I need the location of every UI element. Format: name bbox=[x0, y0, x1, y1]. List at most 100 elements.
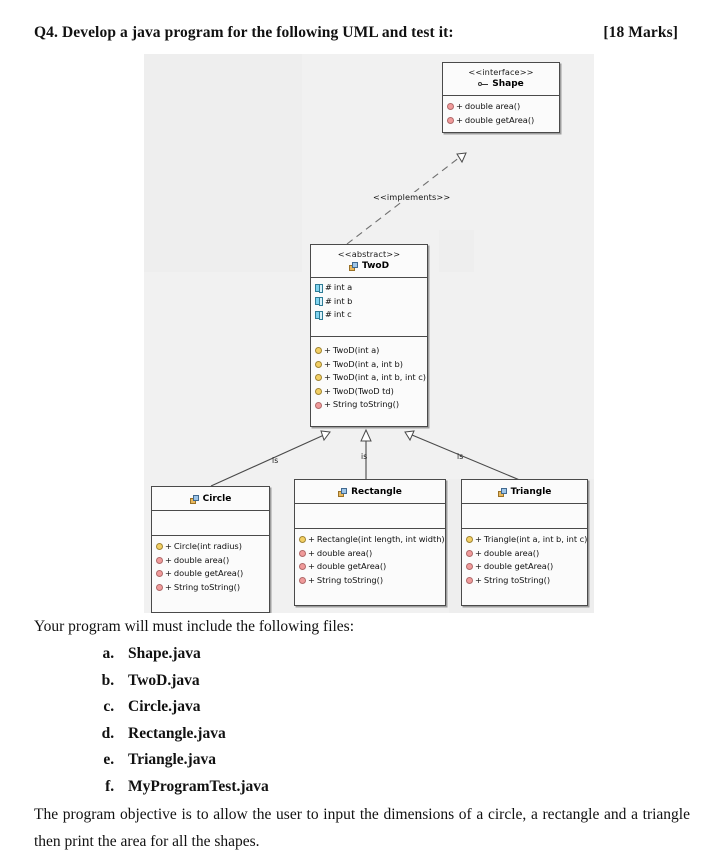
visibility-marker: + bbox=[456, 101, 463, 111]
visibility-marker: + bbox=[165, 554, 172, 565]
member-row: # int b bbox=[315, 295, 424, 309]
class-icon bbox=[189, 494, 200, 504]
constructor-dot-icon bbox=[466, 536, 473, 544]
visibility-marker: + bbox=[165, 568, 172, 579]
member-row: + TwoD(TwoD td) bbox=[315, 385, 424, 399]
member-row: + double area() bbox=[447, 100, 556, 114]
class-icon bbox=[348, 261, 359, 271]
method-dot-icon bbox=[156, 570, 163, 578]
method-dot-icon bbox=[466, 549, 473, 557]
circle-edge-label: is bbox=[272, 456, 279, 465]
list-item: Shape.java bbox=[118, 641, 269, 668]
list-item: MyProgramTest.java bbox=[118, 774, 269, 801]
class-icon bbox=[497, 487, 508, 497]
member-row: + String toString() bbox=[466, 574, 584, 588]
diagram-panel-background-a bbox=[144, 54, 302, 272]
shape-class-name: Shape bbox=[492, 79, 524, 89]
rectangle-edge-label: is bbox=[361, 452, 368, 461]
member-row: + TwoD(int a, int b) bbox=[315, 358, 424, 372]
member-row: + double getArea() bbox=[447, 114, 556, 128]
member-signature: double area() bbox=[316, 547, 373, 558]
triangle-attributes-compartment bbox=[462, 504, 587, 529]
constructor-dot-icon bbox=[315, 347, 322, 355]
shape-class-name-row: Shape bbox=[447, 78, 555, 90]
rectangle-title-compartment: Rectangle bbox=[295, 480, 445, 504]
circle-attributes-compartment bbox=[152, 511, 269, 536]
method-dot-icon bbox=[156, 584, 163, 592]
constructor-dot-icon bbox=[315, 374, 322, 382]
visibility-marker: + bbox=[165, 581, 172, 592]
visibility-marker: + bbox=[324, 385, 331, 396]
member-row: + double getArea() bbox=[466, 560, 584, 574]
triangle-class-name: Triangle bbox=[510, 487, 552, 497]
visibility-marker: + bbox=[475, 547, 482, 558]
required-files-list: Shape.java TwoD.java Circle.java Rectang… bbox=[96, 641, 269, 800]
uml-class-circle[interactable]: Circle + Circle(int radius) + double are… bbox=[151, 486, 270, 613]
member-row: + double area() bbox=[156, 554, 266, 568]
shape-operations-compartment: + double area() + double getArea() bbox=[443, 96, 559, 132]
visibility-marker: + bbox=[475, 561, 482, 572]
constructor-dot-icon bbox=[299, 536, 306, 544]
twod-operations-compartment: + TwoD(int a) + TwoD(int a, int b) + Two… bbox=[311, 337, 427, 426]
visibility-marker: + bbox=[308, 561, 315, 572]
member-signature: double getArea() bbox=[173, 568, 244, 579]
circle-class-name-row: Circle bbox=[156, 493, 265, 505]
visibility-marker: + bbox=[324, 358, 331, 369]
constructor-dot-icon bbox=[156, 543, 163, 551]
triangle-edge-label: is bbox=[457, 452, 464, 461]
visibility-marker: + bbox=[324, 372, 331, 383]
question-heading: Q4. Develop a java program for the follo… bbox=[34, 24, 678, 42]
twod-class-name-row: TwoD bbox=[315, 260, 423, 272]
circle-operations-compartment: + Circle(int radius) + double area() + d… bbox=[152, 536, 269, 612]
uml-class-rectangle[interactable]: Rectangle + Rectangle(int length, int wi… bbox=[294, 479, 446, 607]
method-dot-icon bbox=[447, 116, 454, 124]
method-dot-icon bbox=[315, 401, 322, 409]
rectangle-class-name-row: Rectangle bbox=[299, 486, 441, 498]
visibility-marker: + bbox=[308, 547, 315, 558]
method-dot-icon bbox=[466, 577, 473, 585]
member-signature: double getArea() bbox=[464, 114, 535, 125]
closing-paragraph: The program objective is to allow the us… bbox=[34, 806, 690, 850]
list-item: Circle.java bbox=[118, 694, 269, 721]
twod-stereotype: <<abstract>> bbox=[337, 249, 401, 259]
list-item: TwoD.java bbox=[118, 668, 269, 695]
visibility-marker: + bbox=[324, 345, 331, 355]
member-signature: String toString() bbox=[173, 581, 241, 592]
uml-class-twod[interactable]: <<abstract>> TwoD # int a # int b # int … bbox=[310, 244, 428, 427]
visibility-marker: + bbox=[475, 574, 482, 585]
shape-stereotype: <<interface>> bbox=[468, 67, 534, 77]
member-row: + String toString() bbox=[315, 398, 424, 412]
member-signature: double area() bbox=[173, 554, 230, 565]
rectangle-operations-compartment: + Rectangle(int length, int width) + dou… bbox=[295, 529, 445, 605]
member-row: + double area() bbox=[299, 547, 442, 561]
member-row: + double getArea() bbox=[299, 560, 442, 574]
method-dot-icon bbox=[447, 103, 454, 111]
member-row: + Rectangle(int length, int width) bbox=[299, 533, 445, 547]
uml-class-shape[interactable]: <<interface>> Shape + double area() + do… bbox=[442, 62, 560, 134]
visibility-marker: + bbox=[308, 534, 315, 544]
marks-label: [18 Marks] bbox=[603, 24, 678, 41]
triangle-operations-compartment: + Triangle(int a, int b, int c) + double… bbox=[462, 529, 587, 605]
uml-diagram: <<implements>> is is is <<interface>> Sh… bbox=[144, 54, 594, 613]
triangle-class-name-row: Triangle bbox=[466, 486, 583, 498]
visibility-marker: + bbox=[308, 574, 315, 585]
member-signature: Rectangle(int length, int width) bbox=[316, 534, 445, 544]
visibility-marker: + bbox=[165, 541, 172, 551]
visibility-marker: # bbox=[325, 309, 332, 320]
class-icon bbox=[338, 487, 348, 497]
member-row: + Circle(int radius) bbox=[156, 540, 266, 554]
twod-class-name: TwoD bbox=[361, 261, 390, 271]
implements-label: <<implements>> bbox=[372, 192, 452, 202]
circle-title-compartment: Circle bbox=[152, 487, 269, 511]
field-icon bbox=[315, 310, 323, 320]
method-dot-icon bbox=[299, 549, 306, 557]
visibility-marker: + bbox=[456, 114, 463, 125]
constructor-dot-icon bbox=[315, 360, 322, 368]
method-dot-icon bbox=[156, 556, 163, 564]
diagram-panel-background-d bbox=[439, 230, 474, 272]
uml-class-triangle[interactable]: Triangle + Triangle(int a, int b, int c)… bbox=[461, 479, 588, 607]
field-icon bbox=[315, 297, 323, 307]
constructor-dot-icon bbox=[315, 388, 322, 396]
method-dot-icon bbox=[466, 563, 473, 571]
member-signature: double getArea() bbox=[483, 561, 554, 572]
